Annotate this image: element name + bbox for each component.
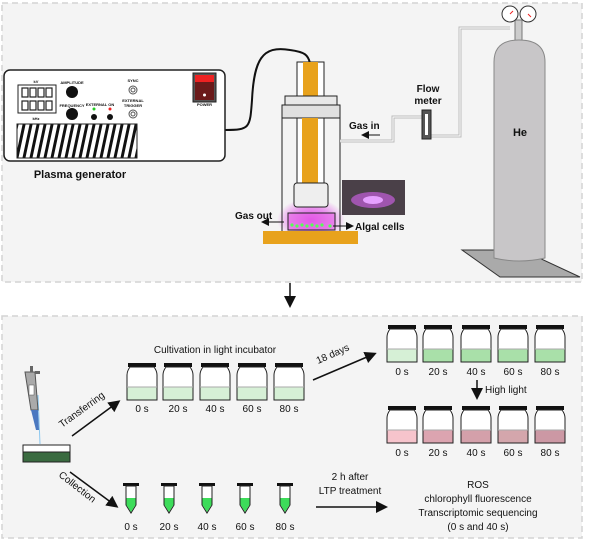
high-light-jars: 0 s 20 s 40 s 60 s 80 s [386, 406, 566, 459]
trigger-port-icon [128, 109, 138, 119]
time-label: 40 s [467, 448, 486, 459]
plasma-generator: kV kHz AMPLITUDE FREQUENCY EXTERNAL ON S… [3, 48, 311, 181]
collection-tubes: 0 s 20 s 40 s 60 s 80 s [123, 483, 294, 533]
time-label: 60 s [504, 448, 523, 459]
display-icon [17, 84, 57, 114]
time-label: 40 s [206, 404, 225, 415]
algal-cells-dots [290, 223, 332, 228]
flow-meter-label-1: Flow [417, 84, 440, 95]
time-label: 0 s [395, 367, 408, 378]
reactor-base [263, 231, 358, 244]
jar: 80 s [534, 325, 566, 378]
external-button[interactable] [91, 114, 97, 120]
cultivation-jars: 0 s 20 s 40 s 60 s 80 s [126, 363, 305, 415]
jar: 40 s [460, 325, 492, 378]
time-label: 0 s [124, 522, 137, 533]
cylinder-label: He [513, 127, 527, 139]
cultivation-title: Cultivation in light incubator [154, 345, 277, 356]
time-label: 40 s [467, 367, 486, 378]
time-label: 0 s [395, 448, 408, 459]
plasma-photo [342, 180, 405, 215]
frequency-knob[interactable] [66, 108, 78, 120]
time-label: 20 s [169, 404, 188, 415]
gas-in-label: Gas in [349, 121, 380, 132]
time-label: 80 s [276, 522, 295, 533]
time-label: 60 s [236, 522, 255, 533]
plasma-reactor: Gas out Algal cells [235, 61, 405, 244]
helium-cylinder: He [460, 5, 581, 278]
time-label: 80 s [541, 448, 560, 459]
jar: 20 s [422, 406, 454, 459]
time-label: 80 s [541, 367, 560, 378]
time-label: 20 s [160, 522, 179, 533]
grown-jars: 0 s 20 s 40 s 60 s 80 s [386, 325, 566, 378]
jar: 80 s [534, 406, 566, 459]
flow-meter-label-2: meter [414, 96, 441, 107]
jar: 0 s [386, 325, 418, 378]
after-label-2: LTP treatment [319, 486, 382, 497]
tube: 0 s [123, 483, 139, 533]
jar: 20 s [422, 325, 454, 378]
trigger-label-1: EXTERNAL [122, 98, 144, 103]
on-button[interactable] [107, 114, 113, 120]
electrode [293, 182, 329, 208]
after-label-1: 2 h after [332, 472, 369, 483]
jar: 80 s [273, 363, 305, 415]
output-samples: (0 s and 40 s) [447, 522, 508, 533]
time-label: 80 s [280, 404, 299, 415]
time-label: 60 s [243, 404, 262, 415]
trigger-label-2: TRIGGER [124, 103, 142, 108]
culture-dish-icon [22, 444, 71, 463]
jar: 40 s [460, 406, 492, 459]
time-label: 20 s [429, 367, 448, 378]
jar: 0 s [386, 406, 418, 459]
output-ros: ROS [467, 480, 489, 491]
sync-label: SYNC [127, 78, 138, 83]
external-on-label: EXTERNAL ON [86, 102, 115, 107]
high-light-label: High light [485, 385, 527, 396]
jar: 60 s [497, 325, 529, 378]
tube: 40 s [198, 483, 217, 533]
red-led-icon [108, 107, 112, 111]
time-label: 60 s [504, 367, 523, 378]
power-label: POWER [197, 102, 212, 107]
amplitude-knob[interactable] [66, 86, 78, 98]
culture-dish [287, 212, 336, 231]
output-transcriptomic: Transcriptomic sequencing [418, 508, 537, 519]
procedure-panel: Transferring Collection Cultivation in l… [1, 315, 583, 539]
amplitude-label: AMPLITUDE [60, 80, 84, 85]
tube: 60 s [236, 483, 255, 533]
power-cable [224, 48, 311, 131]
jar: 60 s [497, 406, 529, 459]
vent-grille [16, 123, 138, 159]
flow-meter: Flow meter [414, 84, 442, 140]
time-label: 0 s [135, 404, 148, 415]
time-label: 40 s [198, 522, 217, 533]
gas-out-label: Gas out [235, 211, 273, 222]
jar: 40 s [199, 363, 231, 415]
kv-label: kV [34, 79, 39, 84]
frequency-label: FREQUENCY [59, 103, 84, 108]
time-label: 20 s [429, 448, 448, 459]
khz-label: kHz [32, 116, 39, 121]
jar: 20 s [162, 363, 194, 415]
jar: 60 s [236, 363, 268, 415]
tube: 20 s [160, 483, 179, 533]
output-chlorophyll: chlorophyll fluorescence [424, 494, 532, 505]
tube: 80 s [276, 483, 295, 533]
algal-cells-label: Algal cells [355, 222, 405, 233]
green-led-icon [92, 107, 96, 111]
generator-label: Plasma generator [34, 169, 127, 181]
jar: 0 s [126, 363, 158, 415]
setup-panel: kV kHz AMPLITUDE FREQUENCY EXTERNAL ON S… [1, 2, 583, 283]
sync-port-icon [128, 85, 138, 95]
pipette-icon [24, 366, 41, 445]
